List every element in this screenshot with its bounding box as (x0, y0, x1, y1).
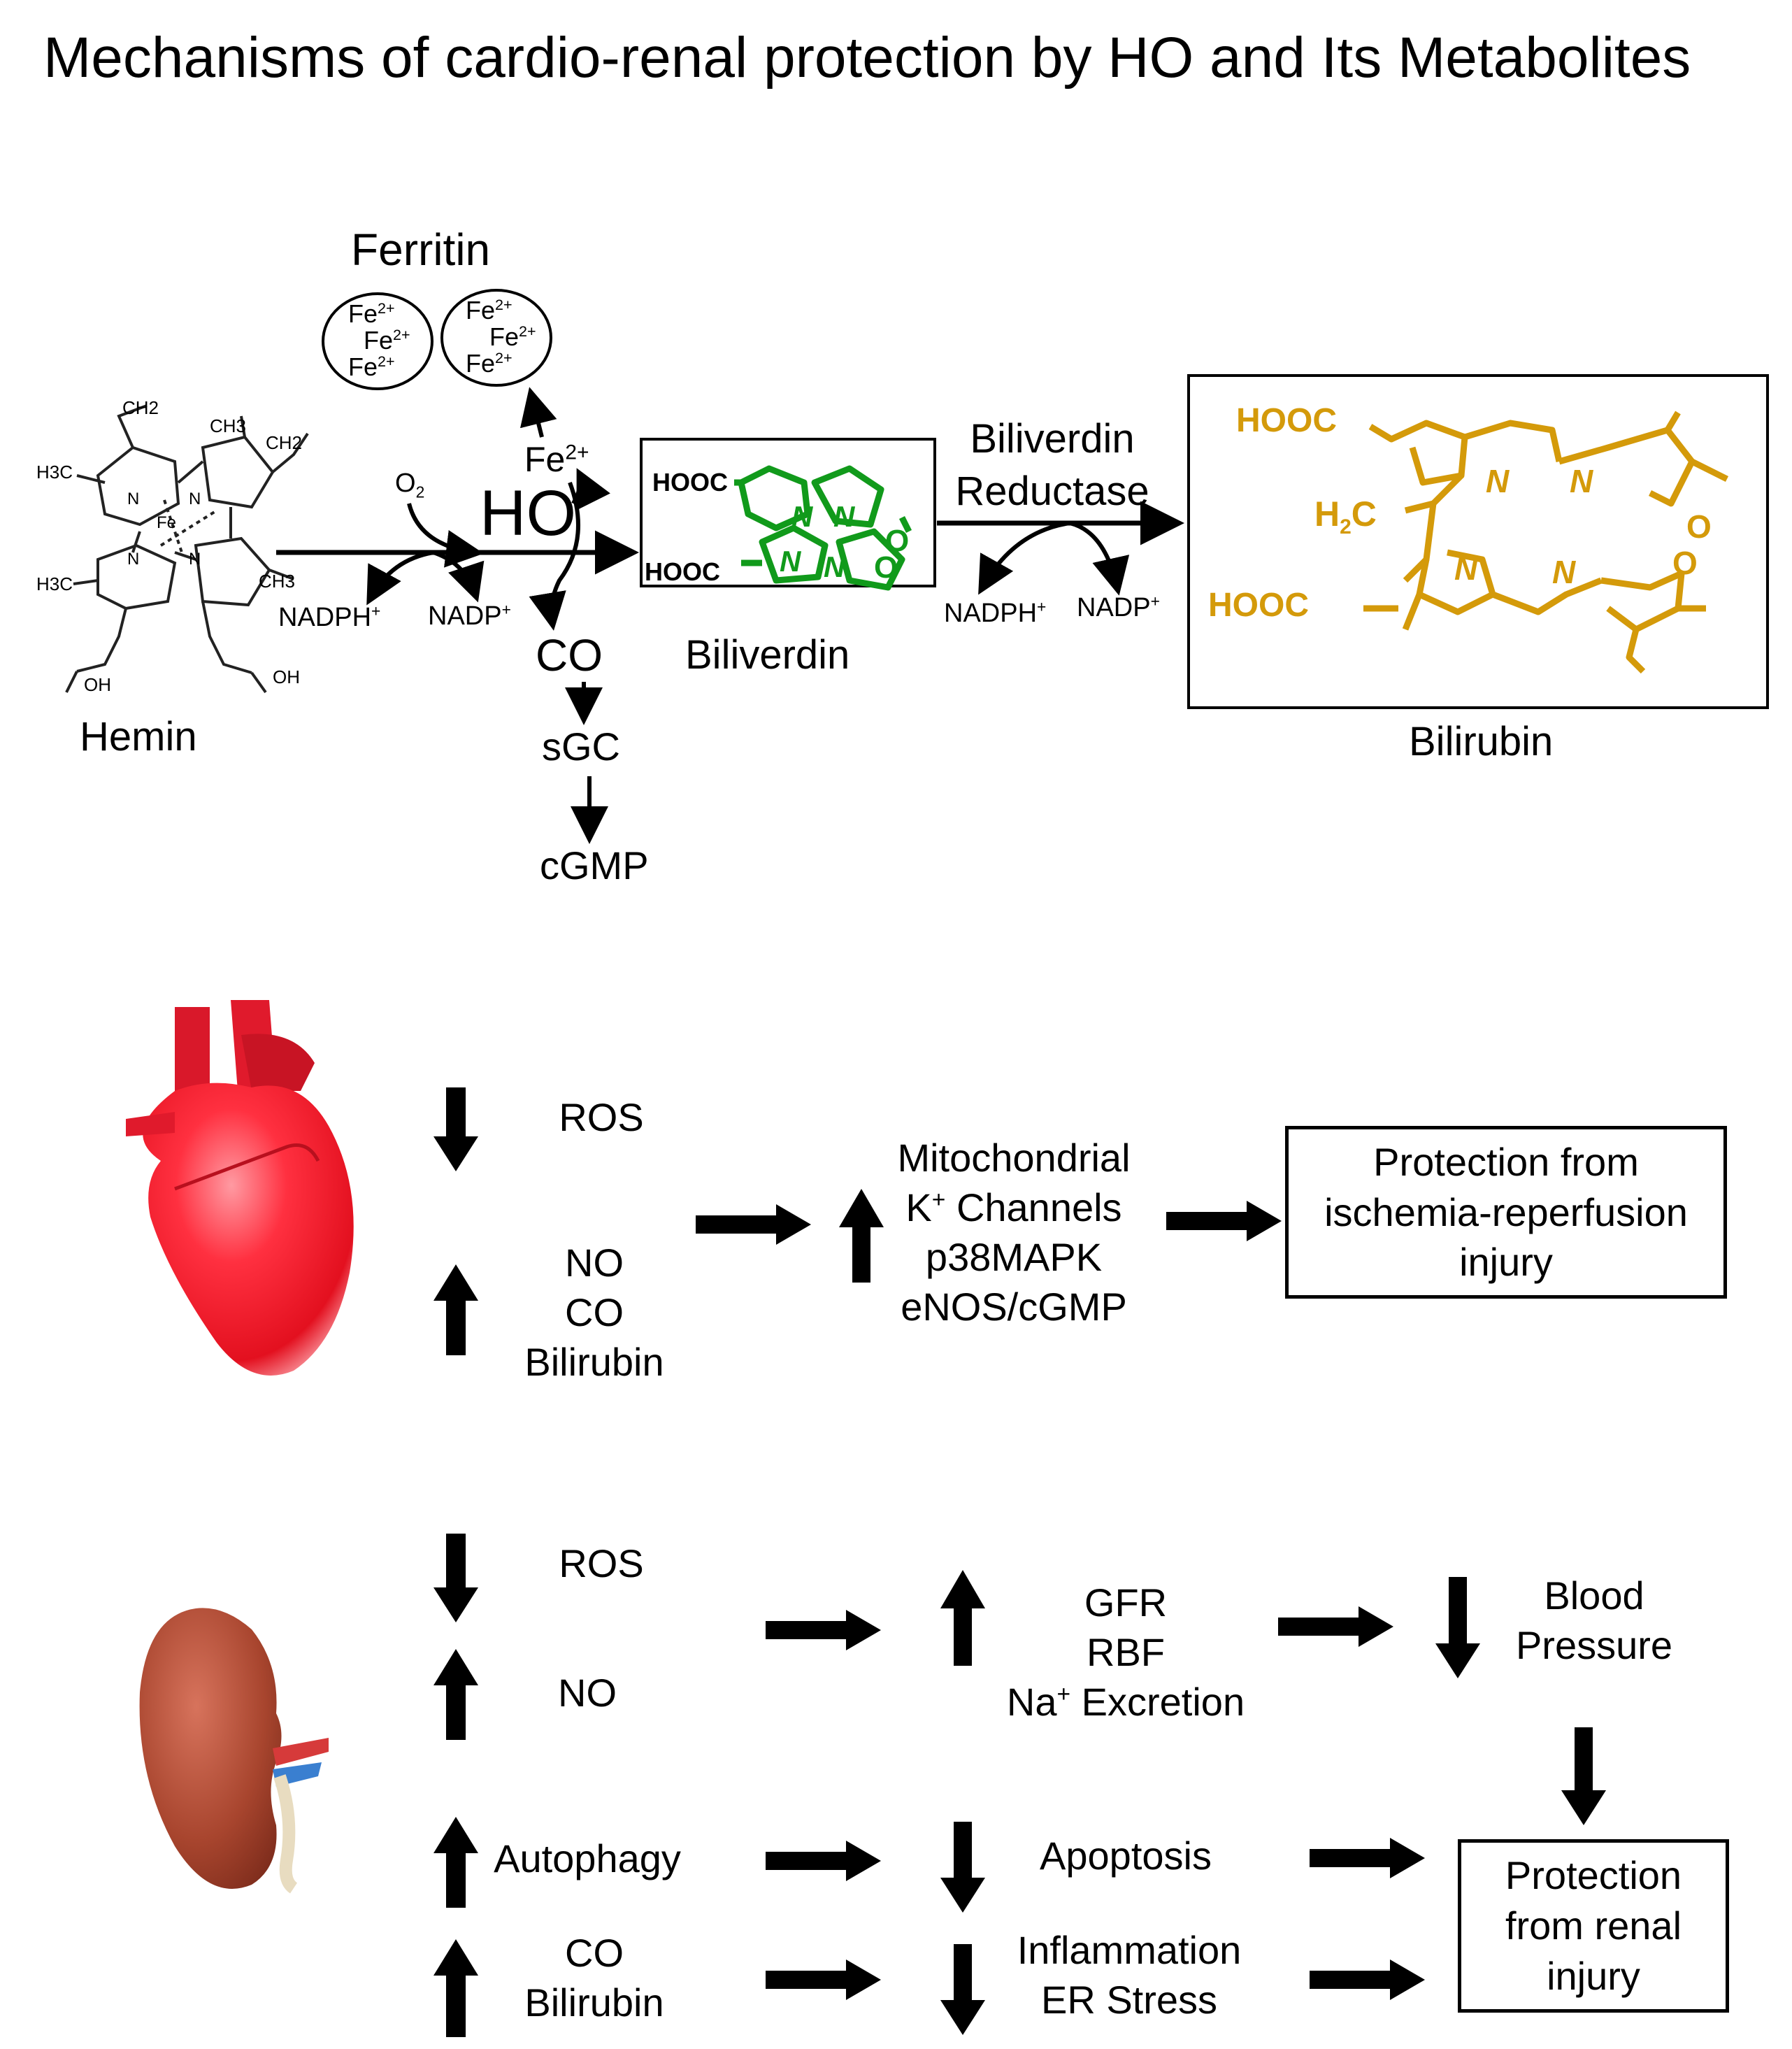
nadp-arrow-2 (1069, 521, 1130, 596)
nadph-label-2: NADPH+ (944, 597, 1047, 628)
biliverdin-n-4: N (824, 550, 845, 583)
nadph-arrow-2 (978, 521, 1070, 595)
ferritin-shell-1 (322, 292, 433, 390)
kidney-co-up-arrow (433, 1939, 478, 2037)
heart-mediators: Mitochondrial K+ Channels p38MAPK eNOS/c… (897, 1136, 1131, 1329)
cgmp-label: cGMP (540, 843, 649, 887)
hemin-fe: Fe (157, 513, 177, 532)
kidney-right-arrow-inflammation (766, 1959, 881, 2000)
heart-right-arrow-1 (696, 1204, 811, 1245)
heart-illustration (126, 1000, 354, 1376)
hemin-n-4: N (189, 550, 201, 569)
hemin-structure (65, 404, 309, 694)
hemin-oh-b: OH (273, 666, 300, 687)
biliverdin-hooc-bottom: HOOC (645, 557, 720, 586)
heart-ros-down-arrow (433, 1087, 478, 1171)
ferritin-shell-2 (440, 289, 552, 387)
bilirubin-label: Bilirubin (1409, 719, 1554, 764)
kidney-hemo-up-arrow (940, 1570, 985, 1666)
fe2-label: Fe2+ (524, 440, 589, 479)
co-label: CO (536, 630, 603, 680)
bilirubin-structure (1363, 410, 1729, 674)
bilirubin-hooc-bottom: HOOC (1208, 587, 1309, 624)
biliverdin-o-1: O (885, 524, 910, 558)
kidney-apoptosis-down-arrow (940, 1822, 985, 1913)
kidney-right-arrow-apoptosis-out (1310, 1838, 1425, 1878)
hemin-ch3-a: CH3 (210, 415, 247, 436)
heart-outcome-box: Protection from ischemia-reperfusion inj… (1285, 1126, 1727, 1299)
kidney-inflammation-down-arrow (940, 1944, 985, 2035)
nadph-label-1: NADPH+ (278, 601, 381, 632)
bilirubin-hooc-top: HOOC (1236, 402, 1337, 439)
hemin-ch3-b: CH3 (259, 571, 296, 592)
ferritin-iron-2: Fe2+ Fe2+ Fe2+ (466, 296, 536, 378)
kidney-co-bilirubin-list: CO Bilirubin (524, 1931, 664, 2025)
kidney-right-arrow-inflammation-out (1310, 1959, 1425, 2000)
kidney-bp-down-arrow (1435, 1577, 1480, 1678)
bilirubin-box (1187, 374, 1769, 709)
heart-right-arrow-2 (1166, 1201, 1282, 1241)
fe-release-arrow (571, 468, 610, 511)
nadph-arrow-1 (366, 550, 434, 606)
kidney-hemodynamics: GFR RBF Na+ Excretion (1006, 1580, 1245, 1725)
bilirubin-n-3: N (1454, 550, 1478, 587)
heart-no-up-arrow (433, 1264, 478, 1355)
hemin-label: Hemin (80, 714, 197, 759)
heart-up-list: NO CO Bilirubin (524, 1241, 664, 1385)
kidney-autophagy-label: Autophagy (494, 1836, 681, 1880)
kidney-right-arrow-bp (1278, 1606, 1393, 1647)
biliverdin-box (640, 438, 936, 587)
page-title: Mechanisms of cardio-renal protection by… (43, 26, 1691, 90)
o2-arrow (407, 503, 484, 568)
kidney-illustration (139, 1608, 329, 1894)
biliverdin-hooc-top: HOOC (652, 468, 728, 497)
kidney-bp-label: Blood Pressure (1515, 1573, 1673, 1668)
bilirubin-h2c: H2C (1314, 494, 1377, 538)
biliverdin-n-1: N (791, 500, 813, 533)
reductase-label: Biliverdin Reductase (955, 416, 1149, 515)
hemin-h3c-b: H3C (36, 573, 73, 594)
biliverdin-n-2: N (833, 500, 855, 533)
ho-enzyme-label: HO (480, 478, 576, 549)
hemin-ch2-a: CH2 (122, 397, 159, 418)
kidney-right-arrow-apoptosis (766, 1841, 881, 1881)
nadp-arrow-1 (433, 550, 485, 603)
kidney-autophagy-up-arrow (433, 1817, 478, 1908)
ferritin-iron-1: Fe2+ Fe2+ Fe2+ (348, 299, 410, 381)
nadp-label-1: NADP+ (428, 600, 511, 631)
hemin-ch2-b: CH2 (266, 432, 303, 453)
kidney-right-arrow-hemo (766, 1610, 881, 1650)
bilirubin-n-4: N (1552, 554, 1576, 590)
kidney-outcome-box: Protection from renal injury (1458, 1839, 1729, 2013)
bilirubin-n-2: N (1570, 463, 1593, 499)
kidney-no-label: NO (558, 1671, 617, 1715)
biliverdin-structure (734, 465, 912, 591)
hemin-n-1: N (127, 490, 140, 508)
kidney-ros-down-arrow (433, 1534, 478, 1622)
hemin-n-2: N (189, 490, 201, 508)
bilirubin-o-1: O (1686, 508, 1712, 545)
bilirubin-o-2: O (1672, 545, 1698, 581)
biliverdin-o-2: O (874, 550, 898, 585)
hemin-h3c-a: H3C (36, 462, 73, 483)
nadp-label-2: NADP+ (1077, 592, 1160, 622)
hemin-n-3: N (127, 550, 140, 569)
kidney-ros-label: ROS (559, 1541, 644, 1585)
heart-ros-label: ROS (559, 1095, 644, 1139)
o2-label: O2 (395, 469, 425, 501)
kidney-inflammation-list: Inflammation ER Stress (1017, 1928, 1242, 2022)
kidney-bp-to-outcome-arrow (1561, 1727, 1606, 1825)
bilirubin-n-1: N (1486, 463, 1510, 499)
kidney-no-up-arrow (433, 1649, 478, 1740)
ferritin-label: Ferritin (351, 224, 491, 275)
hemin-oh-a: OH (84, 674, 111, 695)
biliverdin-label: Biliverdin (685, 632, 850, 678)
sgc-label: sGC (542, 724, 620, 769)
heart-mediators-up-arrow (839, 1189, 884, 1283)
kidney-apoptosis-label: Apoptosis (1040, 1834, 1212, 1878)
fe-to-ferritin-arrow (519, 387, 557, 438)
biliverdin-n-3: N (780, 545, 801, 578)
